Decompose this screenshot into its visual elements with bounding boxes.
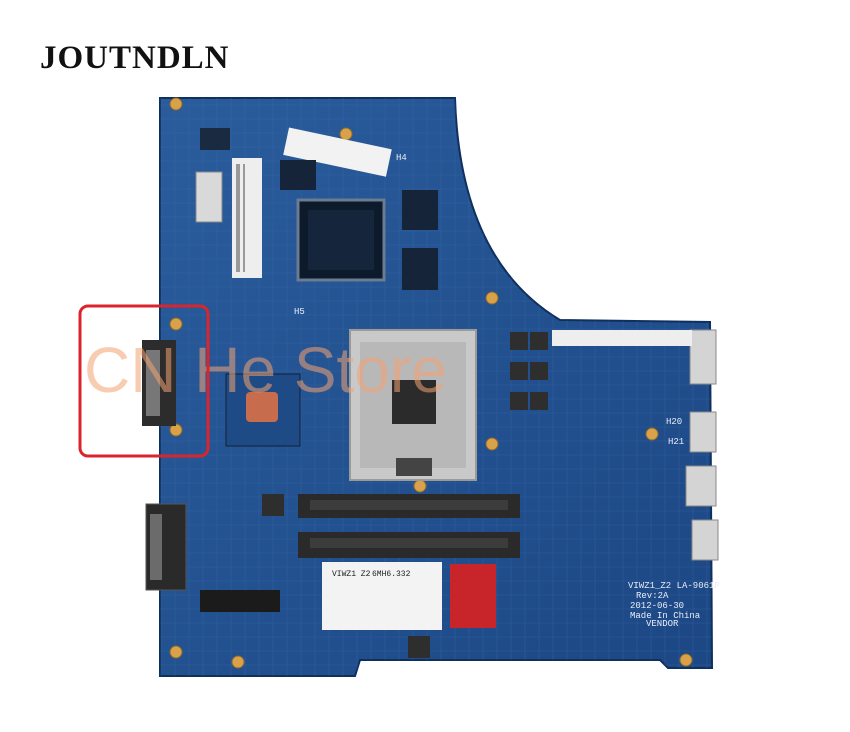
vram-chip xyxy=(402,190,438,230)
mounting-hole xyxy=(169,317,183,331)
serial-sticker xyxy=(283,127,392,177)
vram-chip xyxy=(280,160,316,190)
store-watermark: CN He Store xyxy=(84,334,447,406)
marker-h5: H5 xyxy=(294,307,305,317)
usb-port xyxy=(691,519,719,561)
mounting-hole xyxy=(485,291,499,305)
board-date: 2012-06-30 xyxy=(630,601,684,611)
mounting-hole xyxy=(169,645,183,659)
mounting-hole xyxy=(679,653,693,667)
marker-h4: H4 xyxy=(396,153,407,163)
warranty-sticker xyxy=(450,564,496,628)
mounting-hole xyxy=(413,479,427,493)
usb-port xyxy=(689,411,717,453)
product-sticker xyxy=(322,562,442,630)
usb-port xyxy=(689,329,717,385)
mounting-hole xyxy=(485,437,499,451)
sticker-label-1: VIWZ1 Z2 xyxy=(332,570,371,579)
vendor-label: VENDOR xyxy=(646,619,679,629)
board-revision: Rev:2A xyxy=(636,591,669,601)
marker-h21: H21 xyxy=(668,437,684,447)
sticker-label-2: 6MH6.332 xyxy=(372,570,411,579)
mounting-hole xyxy=(231,655,245,669)
brand-logo-text: JOUTNDLN xyxy=(40,40,230,76)
marker-h20: H20 xyxy=(666,417,682,427)
mounting-hole xyxy=(645,427,659,441)
minipcie-slot xyxy=(200,590,280,612)
usb-port xyxy=(685,465,717,507)
connector xyxy=(195,171,223,223)
vram-chip xyxy=(402,248,438,290)
highlight-box xyxy=(78,304,210,458)
connector xyxy=(200,128,230,150)
mounting-hole xyxy=(169,97,183,111)
mounting-hole xyxy=(339,127,353,141)
board-model: VIWZ1_Z2 LA-9061P xyxy=(628,581,720,591)
right-sticker xyxy=(552,330,692,346)
board-origin: Made In China xyxy=(630,611,701,621)
